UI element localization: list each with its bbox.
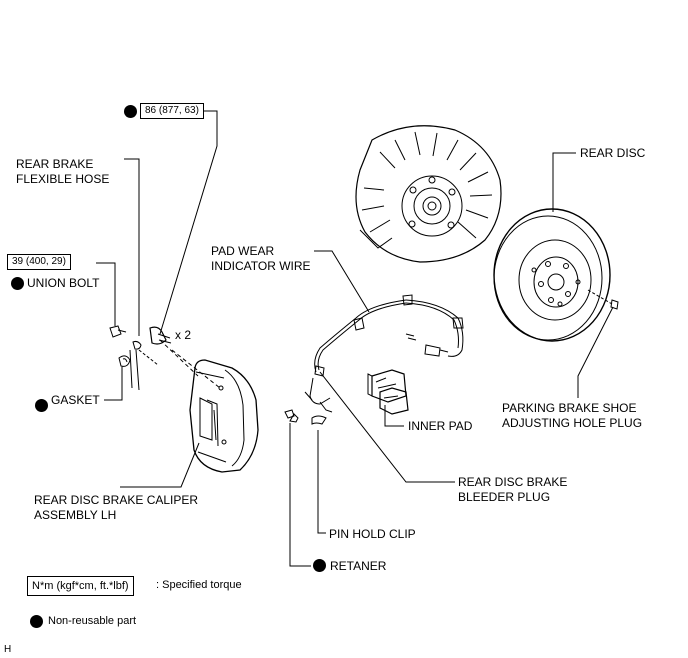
nonreusable-icon-legend	[30, 615, 43, 628]
legend-torque-units-box: N*m (kgf*cm, ft.*lbf)	[27, 576, 134, 596]
nonreusable-icon-union-bolt	[11, 277, 24, 290]
legend-torque-description: : Specified torque	[156, 579, 242, 591]
label-bleeder-plug-line1: REAR DISC BRAKE	[458, 475, 568, 489]
label-times-two: x 2	[175, 328, 192, 342]
leader-bleeder	[319, 371, 455, 483]
leader-pin-clip	[317, 430, 326, 534]
leader-flexible-hose	[124, 158, 140, 336]
label-parking-plug-line2: ADJUSTING HOLE PLUG	[502, 416, 643, 430]
nonreusable-icon-torque-top	[124, 105, 137, 118]
label-pad-wear-line1: PAD WEAR	[211, 244, 275, 258]
label-rear-brake-flexible-hose-line2: FLEXIBLE HOSE	[16, 172, 110, 186]
label-gasket: GASKET	[51, 393, 100, 407]
leader-torque-top	[159, 110, 218, 335]
leader-caliper	[120, 442, 200, 488]
leader-rear-disc	[552, 152, 576, 212]
backing-plate-drawing	[355, 125, 502, 263]
pad-wear-wire-drawing	[304, 294, 464, 413]
caliper-drawing	[159, 339, 259, 473]
label-pin-hold-clip: PIN HOLD CLIP	[329, 527, 416, 541]
label-bleeder-plug-line2: BLEEDER PLUG	[458, 490, 551, 504]
label-union-bolt: UNION BOLT	[27, 276, 100, 290]
label-caliper-line2: ASSEMBLY LH	[34, 508, 117, 522]
footer-letter: H	[4, 644, 12, 655]
leader-inner-pad	[384, 405, 404, 427]
torque-spec-union-bolt: 39 (400, 29)	[7, 254, 71, 270]
clip-and-retainer-drawing	[284, 409, 327, 425]
inner-pad-drawing	[367, 369, 409, 415]
label-rear-brake-flexible-hose-line1: REAR BRAKE	[16, 157, 94, 171]
torque-spec-top: 86 (877, 63)	[140, 103, 204, 119]
label-inner-pad: INNER PAD	[408, 419, 473, 433]
hose-and-bolt-drawing	[109, 325, 172, 391]
nonreusable-icon-retaner	[313, 559, 326, 572]
label-pad-wear-line2: INDICATOR WIRE	[211, 259, 311, 273]
label-parking-plug-line1: PARKING BRAKE SHOE	[502, 401, 637, 415]
leader-retaner	[289, 423, 311, 567]
leader-gasket	[104, 367, 123, 401]
legend-nonreusable-description: Non-reusable part	[48, 615, 137, 627]
leader-union-bolt	[96, 262, 116, 326]
leader-parking-plug	[577, 306, 614, 398]
leader-pad-wear	[314, 250, 370, 313]
label-retaner: RETANER	[330, 559, 387, 573]
nonreusable-icon-gasket	[35, 399, 48, 412]
rear-disc-drawing	[493, 208, 619, 342]
label-rear-disc: REAR DISC	[580, 146, 646, 160]
label-caliper-line1: REAR DISC BRAKE CALIPER	[34, 493, 199, 507]
